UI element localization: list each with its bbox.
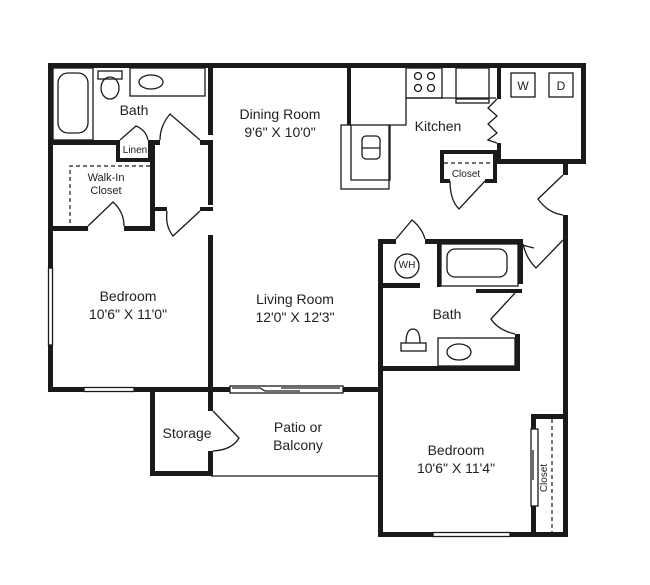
sliding-door bbox=[229, 385, 344, 394]
living-room-name: Living Room bbox=[256, 291, 334, 307]
bedroom-2-dimensions: 10'6" X 11'4" bbox=[416, 460, 496, 476]
washer-label: W bbox=[517, 79, 529, 93]
bedroom-1-dimensions: 10'6" X 11'0" bbox=[88, 306, 168, 322]
dining-room-dimensions: 9'6" X 10'0" bbox=[244, 124, 316, 140]
bath-2-fixtures bbox=[400, 243, 519, 367]
bedroom-1-name: Bedroom bbox=[99, 288, 157, 304]
room-label-bath-2: Bath bbox=[432, 306, 462, 322]
room-label-patio: Patio or Balcony bbox=[273, 418, 323, 454]
room-label-bedroom-2-closet: Closet bbox=[539, 463, 550, 493]
dryer-label: D bbox=[556, 79, 566, 93]
doors bbox=[87, 98, 564, 452]
water-heater-icon bbox=[394, 253, 420, 279]
room-label-linen: Linen bbox=[122, 145, 148, 156]
room-label-walk-in-closet: Walk-In Closet bbox=[88, 172, 125, 198]
room-label-kitchen: Kitchen bbox=[414, 118, 462, 134]
room-label-living-room: Living Room 12'0" X 12'3" bbox=[255, 290, 334, 326]
room-label-kitchen-closet: Closet bbox=[451, 169, 481, 180]
room-label-bath-1: Bath bbox=[119, 102, 149, 118]
bedroom-2-name: Bedroom bbox=[427, 442, 485, 458]
bath-1-fixtures bbox=[52, 67, 206, 141]
walk-in-closet-line2: Closet bbox=[90, 185, 122, 197]
dining-room-name: Dining Room bbox=[239, 106, 321, 122]
room-label-dining-room: Dining Room 9'6" X 10'0" bbox=[240, 105, 321, 141]
closet-shelves bbox=[69, 162, 553, 532]
patio-line1: Patio or bbox=[273, 419, 323, 435]
walk-in-closet-line1: Walk-In bbox=[87, 172, 125, 184]
room-label-bedroom-1: Bedroom 10'6" X 11'0" bbox=[89, 287, 167, 323]
kitchen-fixtures bbox=[340, 67, 574, 190]
walls bbox=[48, 63, 586, 537]
living-room-dimensions: 12'0" X 12'3" bbox=[255, 309, 335, 325]
room-label-bedroom-2: Bedroom 10'6" X 11'4" bbox=[417, 441, 495, 477]
patio-line2: Balcony bbox=[273, 437, 323, 453]
room-label-storage: Storage bbox=[162, 425, 212, 441]
water-heater-label: WH bbox=[398, 260, 416, 271]
closet-sliding-doors bbox=[530, 428, 539, 507]
windows bbox=[47, 267, 511, 538]
